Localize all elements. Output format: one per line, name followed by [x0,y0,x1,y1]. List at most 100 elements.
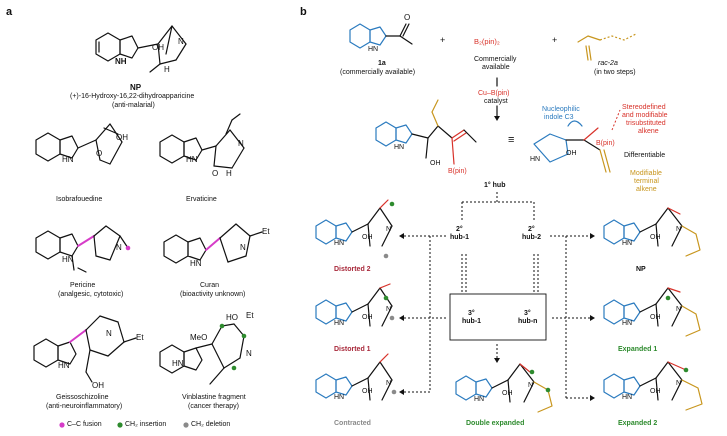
curan-label: Curan [200,282,220,289]
equiv-sign: ≡ [508,134,515,146]
b2pin2-note2: available [482,64,510,71]
contracted-n: N [386,380,392,387]
curan-et-label: Et [262,227,270,236]
curan-hn-label: HN [190,259,202,268]
vinblastine-label: Vinblastine fragment [182,394,246,401]
isobrafouedine-o-label: O [96,149,103,158]
reagent-1a-note: (commercially available) [340,69,416,76]
stereo-label-4: alkene [638,128,659,135]
reagent-1a-o-label: O [404,13,411,22]
curan-note: (bioactivity unknown) [180,291,246,298]
contracted-label: Contracted [334,420,371,427]
ervaticine-structure [159,113,245,169]
np-output-hn: HN [622,240,633,247]
hub3-1-label-b: hub-1 [462,318,482,325]
b2pin2-note1: Commercially [474,56,517,63]
hub3-n-label-b: hub-n [518,318,538,325]
legend-fusion-label: C–C fusion [67,421,102,428]
vinblastine-ho-label: HO [226,313,238,322]
reagent-1a-hn-label: HN [368,46,379,53]
ervaticine-o-label: O [212,169,219,178]
b2pin2-label: B₂(pin)₂ [474,37,500,46]
ervaticine-hn-label: HN [186,155,198,164]
plus-sign-1: + [440,35,446,45]
ervaticine-h-label: H [226,169,232,178]
panel-a-label: a [6,6,13,18]
np-oh-label: OH [152,43,164,52]
double-expanded-label: Double expanded [466,420,525,427]
legend-insertion-label: CH₂ insertion [125,421,167,428]
hub3-n-label-a: 3° [524,310,531,317]
expanded2-oh: OH [650,388,661,395]
geissoschizoline-oh-label: OH [92,381,104,390]
hub1-oh-label: OH [430,160,441,167]
legend-deletion-label: CH₂ deletion [191,421,231,428]
np-output-structure [603,207,701,257]
double-expanded-structure [455,363,553,413]
distorted2-n: N [386,226,392,233]
hub2-2-label-b: hub-2 [522,234,542,241]
np-hn-label: NH [115,57,127,66]
geissoschizoline-label: Geissoschizoline [56,394,109,401]
panel-b-label: b [300,6,307,18]
expanded1-n: N [676,306,682,313]
double-expanded-oh: OH [502,390,513,397]
geissoschizoline-et-label: Et [136,333,144,342]
hub1-3d-oh-label: OH [566,150,577,157]
hub2-1-label-b: hub-1 [450,234,470,241]
hub1-hn-label: HN [394,144,405,151]
expanded1-hn: HN [622,320,633,327]
expanded2-hn: HN [622,394,633,401]
curan-structure [163,223,263,264]
isobrafouedine-label: Isobrafouedine [56,196,103,203]
hub1-bpin-label: B(pin) [448,168,467,175]
distorted2-label: Distorted 2 [334,266,371,273]
legend-dot-fusion [59,422,65,428]
stereo-label-3: trisubstituted [626,120,666,127]
stereo-label-1: Stereodefined [622,104,666,111]
catalyst-label-2: catalyst [484,98,508,105]
hub1-3d-structure [533,109,621,173]
pericine-n-label: N [116,243,122,252]
geissoschizoline-n-label: N [106,329,112,338]
distorted1-oh: OH [362,314,373,321]
contracted-structure [315,353,397,401]
expanded1-oh: OH [650,314,661,321]
geissoschizoline-note: (anti-neuroinflammatory) [46,403,123,410]
isobrafouedine-structure [35,123,123,165]
np-label: NP [130,83,142,92]
vinblastine-note: (cancer therapy) [188,403,239,410]
np-output-oh: OH [650,234,661,241]
np-structure [95,25,187,73]
isobrafouedine-oh-label: OH [116,133,128,142]
hub2-2-label-a: 2° [528,226,535,233]
np-output-label: NP [636,266,646,273]
reagent-2a-structure [577,33,637,61]
catalyst-label-1: Cu–B(pin) [478,90,510,97]
distorted2-hn: HN [334,240,345,247]
np-h-label: H [164,65,170,74]
ervaticine-label: Ervaticine [186,196,217,203]
legend-dot-insertion [117,422,123,428]
differentiable-label: Differentiable [624,152,666,159]
hub3-1-label-a: 3° [468,310,475,317]
expanded2-label: Expanded 2 [618,420,658,427]
expanded2-n: N [676,380,682,387]
reagent-1a-structure [349,23,413,49]
geissoschizoline-structure [33,315,137,383]
nucleophilic-label-1: Nucleophilic [542,106,580,113]
pericine-note: (analgesic, cytotoxic) [58,291,124,298]
double-expanded-n: N [528,382,534,389]
distorted1-structure [315,283,395,327]
hub1-structure [375,99,477,165]
distorted2-oh: OH [362,234,373,241]
curan-n-label: N [240,243,246,252]
hub1-3d-bpin-label: B(pin) [596,140,615,147]
hub1-3d-hn-label: HN [530,156,541,163]
contracted-oh: OH [362,388,373,395]
ervaticine-n-label: N [238,139,244,148]
distorted1-hn: HN [334,320,345,327]
hub3-box [449,293,547,341]
np-output-n: N [676,226,682,233]
modifiable-label-2: terminal [634,178,659,185]
